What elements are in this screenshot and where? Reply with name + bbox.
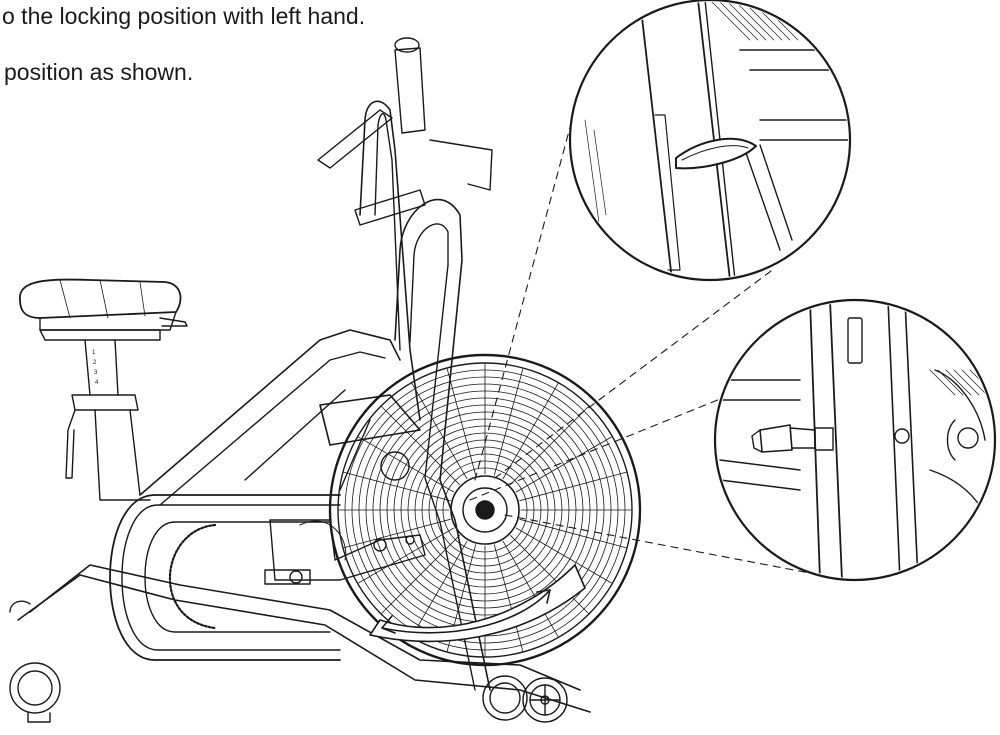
- instruction-line-2: position as shown.: [4, 59, 194, 85]
- scale-mark-2: 2: [93, 360, 97, 366]
- handlebar-arms: [318, 38, 492, 690]
- main-frame: [140, 330, 420, 505]
- frame-base: [10, 565, 590, 722]
- instruction-line-1: o the locking position with left hand.: [2, 3, 366, 29]
- detail-view-locking-knob: [570, 0, 854, 280]
- scale-mark-3: 3: [94, 370, 98, 376]
- detail-leader-lines: [470, 120, 820, 575]
- detail-view-bolt: [715, 300, 1000, 580]
- pedal-crank: [265, 520, 425, 584]
- seat-height-scale: 1 2 3 4: [92, 350, 99, 386]
- transport-wheel: [523, 678, 567, 722]
- fan-spokes: [339, 364, 631, 656]
- seat-assembly: [20, 280, 187, 500]
- curved-double-arrow-icon: [370, 565, 585, 641]
- scale-mark-1: 1: [92, 350, 96, 356]
- scale-mark-4: 4: [95, 380, 99, 386]
- chain-guard: [110, 495, 340, 660]
- gear-teeth: [170, 525, 215, 628]
